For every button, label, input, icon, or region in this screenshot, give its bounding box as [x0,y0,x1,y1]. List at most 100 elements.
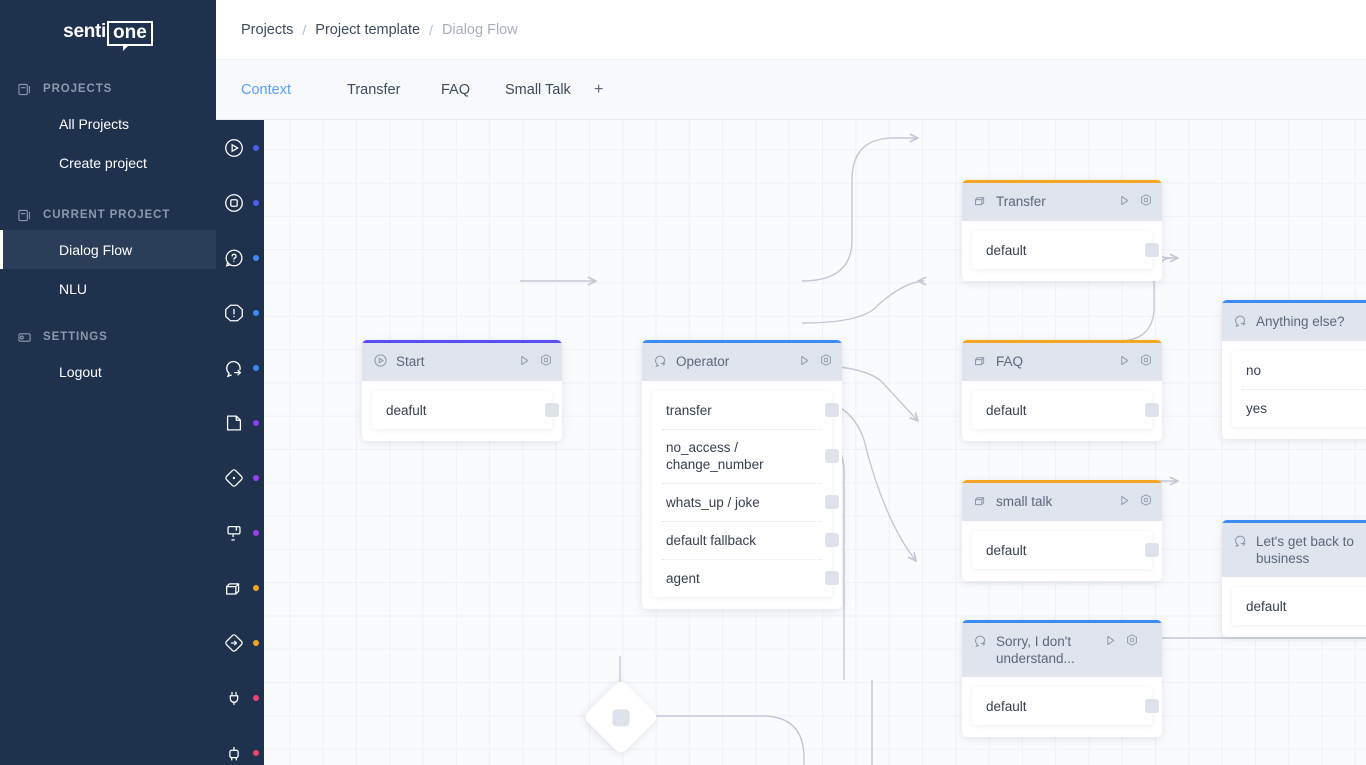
tab-bar: Context Transfer FAQ Small Talk + [216,60,1366,120]
palette-item-bubble-arrow[interactable] [216,340,264,395]
run-icon[interactable] [518,354,531,372]
bubble-arrow-icon [220,354,248,382]
sidebar-item-nlu[interactable]: NLU [59,280,88,297]
node-title: Let's get back to business [1256,534,1354,566]
port-row[interactable]: no [1232,351,1366,389]
port-handle[interactable] [825,533,839,547]
port-handle[interactable] [825,571,839,585]
flow-node-transfer[interactable]: Transfer [962,180,1162,281]
breadcrumb-item-projects[interactable]: Projects [241,21,294,38]
dialog-flow-canvas[interactable]: Start [264,120,1366,765]
sidebar-item-all-projects[interactable]: All Projects [59,115,130,132]
port-handle[interactable] [825,403,839,417]
port-row[interactable]: no_access / change_number [652,429,839,483]
boxes-icon [220,574,248,602]
port-row[interactable]: yes [1232,389,1366,427]
port-handle[interactable] [825,495,839,509]
node-body: default [1222,577,1366,637]
port-handle[interactable] [545,403,559,417]
flow-node-faq[interactable]: FAQ [962,340,1162,441]
port-row[interactable]: default [972,231,1159,269]
brand-logo[interactable]: senti one [0,0,216,66]
palette-item-play-circle[interactable] [216,120,264,175]
node-header[interactable]: Sorry, I don't understand... [962,623,1162,677]
port-row[interactable]: default [972,531,1159,569]
node-header[interactable]: Let's get back to business [1222,523,1366,577]
run-icon[interactable] [1118,494,1131,512]
tab-faq[interactable]: FAQ [441,81,471,98]
node-header[interactable]: Start [362,343,562,381]
node-ports: default [1232,587,1366,625]
gear-icon[interactable] [1139,493,1153,512]
node-header[interactable]: Anything else? [1222,303,1366,341]
flow-node-sorry[interactable]: Sorry, I don't understand... [962,620,1162,737]
run-icon[interactable] [1118,194,1131,212]
gear-icon[interactable] [1139,353,1153,372]
port-row[interactable]: whats_up / joke [652,483,839,521]
sidebar: senti one PROJECTS All Projects Create p… [0,0,216,765]
flow-node-back-to-business[interactable]: Let's get back to business [1222,520,1366,637]
palette-item-diamond-dot[interactable] [216,450,264,505]
port-row[interactable]: transfer [652,391,839,429]
port-handle[interactable] [1145,243,1159,257]
palette-item-stamp[interactable] [216,505,264,560]
plug-icon [220,684,248,712]
sidebar-item-logout[interactable]: Logout [59,363,102,380]
port-row[interactable]: default [972,391,1159,429]
port-handle[interactable] [1145,543,1159,557]
flow-node-small-talk[interactable]: small talk [962,480,1162,581]
diamond-dot-icon [220,464,248,492]
tab-transfer[interactable]: Transfer [347,81,401,98]
palette-dot [253,254,259,261]
node-header[interactable]: small talk [962,483,1162,521]
stamp-icon [220,519,248,547]
palette-item-plug[interactable] [216,670,264,725]
tab-context[interactable]: Context [241,81,291,98]
port-row[interactable]: deafult [372,391,559,429]
palette-item-robot[interactable] [216,725,264,765]
palette-dot [253,694,259,701]
palette-dot [253,474,259,481]
palette-item-diamond-arrow[interactable] [216,615,264,670]
port-row[interactable]: agent [652,559,839,597]
breadcrumb-item-project-template[interactable]: Project template [315,21,421,38]
palette-item-alert-octagon[interactable] [216,285,264,340]
port-row[interactable]: default [972,687,1159,725]
port-row[interactable]: default [1232,587,1366,625]
palette-item-stop-circle[interactable] [216,175,264,230]
node-header[interactable]: FAQ [962,343,1162,381]
port-handle[interactable] [1145,403,1159,417]
port-row[interactable]: default fallback [652,521,839,559]
current-project-icon [18,209,31,222]
node-header[interactable]: Operator [642,343,842,381]
gear-icon[interactable] [539,353,553,372]
tab-add-button[interactable]: + [594,80,604,98]
flow-node-start[interactable]: Start [362,340,562,441]
flow-node-operator[interactable]: Operator [642,340,842,609]
node-title: FAQ [996,354,1024,369]
port-handle[interactable] [825,449,839,463]
port-handle[interactable] [1145,699,1159,713]
run-icon[interactable] [1104,634,1117,652]
node-header[interactable]: Transfer [962,183,1162,221]
boxes-icon [973,493,988,508]
port-label: no [1246,362,1262,378]
run-icon[interactable] [798,354,811,372]
tab-small-talk[interactable]: Small Talk [505,81,571,98]
gear-icon[interactable] [1139,193,1153,212]
node-accent-bar [962,620,1162,623]
run-icon[interactable] [1118,354,1131,372]
sidebar-item-dialog-flow[interactable]: Dialog Flow [0,230,216,269]
palette-item-document[interactable] [216,395,264,450]
node-ports: default [972,531,1159,569]
sidebar-group-label: CURRENT PROJECT [43,209,171,221]
node-body: deafult [362,381,562,441]
flow-node-junction[interactable] [582,678,660,756]
question-bubble-icon [220,244,248,272]
flow-node-anything-else[interactable]: Anything else? [1222,300,1366,439]
gear-icon[interactable] [819,353,833,372]
palette-item-question-bubble[interactable] [216,230,264,285]
sidebar-item-create-project[interactable]: Create project [59,154,147,171]
palette-item-boxes[interactable] [216,560,264,615]
gear-icon[interactable] [1125,633,1139,652]
